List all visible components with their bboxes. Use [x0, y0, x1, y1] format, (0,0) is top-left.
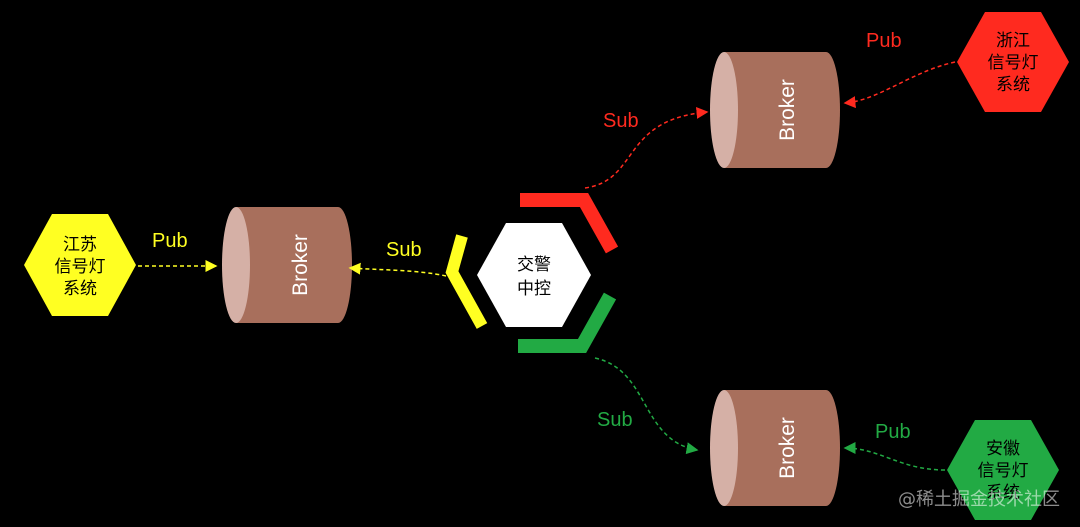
jiangsu-line-2: 信号灯 — [55, 257, 106, 277]
zhejiang-line-2: 信号灯 — [988, 53, 1039, 73]
label-center-sub-top: Sub — [603, 110, 639, 132]
jiangsu-node: 江苏 信号灯 系统 — [24, 214, 136, 316]
edge-anhui-pub — [843, 442, 946, 471]
edge-center-sub-top — [584, 106, 709, 189]
center-line-2: 中控 — [517, 279, 551, 299]
anhui-line-3: 系统 — [986, 483, 1020, 503]
center-control-node: 交警 中控 — [445, 193, 619, 353]
edge-center-sub-left — [348, 262, 447, 277]
label-center-sub-left: Sub — [386, 239, 422, 261]
label-anhui-pub: Pub — [875, 421, 911, 443]
center-red-segment — [520, 193, 619, 254]
edge-zhejiang-pub — [843, 61, 956, 109]
label-center-sub-bottom: Sub — [597, 409, 633, 431]
broker-top: Broker — [710, 52, 840, 168]
broker-bottom-label: Broker — [776, 417, 799, 479]
zhejiang-line-1: 浙江 — [996, 31, 1030, 51]
jiangsu-line-3: 系统 — [63, 279, 97, 299]
broker-left-label: Broker — [289, 234, 312, 296]
center-core — [477, 223, 591, 327]
center-yellow-segment — [445, 234, 488, 329]
center-green-segment — [518, 292, 617, 353]
jiangsu-line-1: 江苏 — [63, 235, 97, 255]
zhejiang-node: 浙江 信号灯 系统 — [957, 12, 1069, 112]
center-line-1: 交警 — [517, 255, 551, 275]
anhui-node: 安徽 信号灯 系统 — [947, 420, 1059, 520]
zhejiang-line-3: 系统 — [996, 75, 1030, 95]
broker-left: Broker — [222, 207, 352, 323]
broker-top-label: Broker — [776, 79, 799, 141]
label-jiangsu-pub: Pub — [152, 230, 188, 252]
label-zhejiang-pub: Pub — [866, 30, 902, 52]
broker-bottom: Broker — [710, 390, 840, 506]
anhui-line-1: 安徽 — [986, 439, 1020, 459]
edge-center-sub-bottom — [594, 357, 699, 455]
anhui-line-2: 信号灯 — [978, 461, 1029, 481]
watermark: @稀土掘金技术社区 — [898, 489, 1060, 510]
